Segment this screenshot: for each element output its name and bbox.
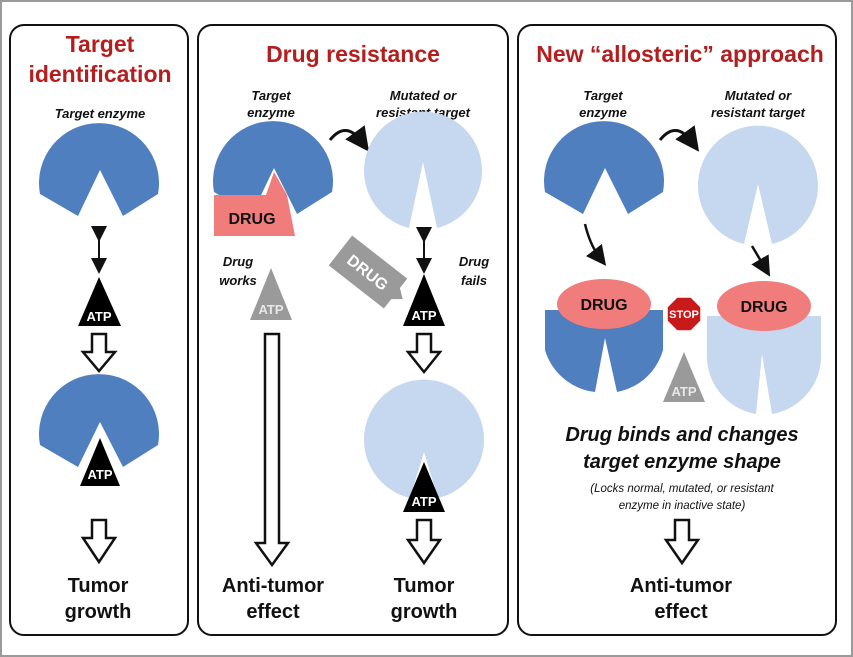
outcome-label: effect <box>654 601 708 623</box>
atp-label: ATP <box>411 494 436 509</box>
mutated-target-shape <box>364 111 482 228</box>
drug-ellipse <box>557 279 651 329</box>
down-arrow <box>405 332 443 375</box>
down-arrow <box>80 518 118 565</box>
target-enzyme-shape <box>544 121 664 214</box>
atp-triangle <box>78 277 121 326</box>
atp-label: ATP <box>87 467 112 482</box>
drug-works-label: Drug <box>223 254 253 269</box>
atp-label: ATP <box>671 384 696 399</box>
enzyme-label: Target <box>583 88 623 103</box>
drug-label: DRUG <box>580 297 627 314</box>
outcome-label: Tumor <box>394 575 455 597</box>
panel-title: identification <box>28 61 171 87</box>
panel-title: Drug resistance <box>266 41 440 67</box>
stop-label: STOP <box>669 309 699 321</box>
outcome-label: Anti-tumor <box>630 575 732 597</box>
enzyme-label: Target enzyme <box>55 106 146 121</box>
atp-label: ATP <box>86 309 111 324</box>
atp-label: ATP <box>258 302 283 317</box>
drug-shape <box>214 172 295 236</box>
panel-drug-resistance: Drug resistance Target enzyme Mutated or… <box>197 24 509 636</box>
panel-target-identification: Target identification Target enzyme ATP … <box>9 24 189 636</box>
target-enzyme-shape <box>213 121 333 214</box>
curved-arrow <box>583 223 607 266</box>
allosteric-note: enzyme in inactive state) <box>619 500 746 512</box>
drug-label: DRUG <box>740 299 787 316</box>
enzyme-label: enzyme <box>579 105 627 120</box>
drug-fails-label: fails <box>461 273 487 288</box>
enzyme-label: Target <box>251 88 291 103</box>
drug-fails-label: Drug <box>459 254 489 269</box>
mutated-label: Mutated or <box>390 88 457 103</box>
curved-arrow <box>750 245 771 277</box>
atp-triangle <box>403 274 445 326</box>
mutated-target-shape <box>698 125 819 244</box>
inactive-mutated-shape <box>706 316 822 414</box>
mutated-target-atp-shape <box>363 379 485 498</box>
outcome-label: Anti-tumor <box>222 575 324 597</box>
outcome-label: Tumor <box>68 575 129 597</box>
panel-title: Target <box>66 31 135 57</box>
down-arrow-long <box>253 332 291 568</box>
outcome-label: growth <box>65 601 132 623</box>
panel-allosteric-approach: New “allosteric” approach Target enzyme … <box>517 24 837 636</box>
inactive-enzyme-shape <box>545 310 663 392</box>
mutated-label: resistant target <box>711 105 806 120</box>
curved-arrow <box>328 125 370 152</box>
atp-triangle <box>80 438 120 486</box>
allosteric-caption: Drug binds and changes <box>565 424 798 446</box>
down-arrow <box>405 518 443 566</box>
outcome-label: growth <box>391 601 458 623</box>
enzyme-atp-complex-shape <box>39 374 160 467</box>
stop-sign <box>666 296 702 332</box>
drug-label: DRUG <box>228 211 275 228</box>
atp-triangle-grey <box>663 352 705 402</box>
curved-arrow <box>658 125 700 152</box>
drug-ellipse <box>717 281 811 331</box>
atp-triangle <box>403 462 445 512</box>
allosteric-caption: target enzyme shape <box>583 451 781 473</box>
mutated-label: Mutated or <box>725 88 792 103</box>
down-arrow <box>663 518 701 566</box>
outcome-label: effect <box>246 601 300 623</box>
panel-title: New “allosteric” approach <box>536 41 824 67</box>
enzyme-label: enzyme <box>247 105 295 120</box>
allosteric-note: (Locks normal, mutated, or resistant <box>590 483 774 495</box>
atp-label: ATP <box>411 308 436 323</box>
drug-works-label: works <box>219 273 257 288</box>
target-enzyme-shape <box>39 123 160 216</box>
down-arrow <box>80 332 118 373</box>
drug-shape-grey <box>328 235 408 309</box>
atp-triangle-grey <box>250 268 292 320</box>
